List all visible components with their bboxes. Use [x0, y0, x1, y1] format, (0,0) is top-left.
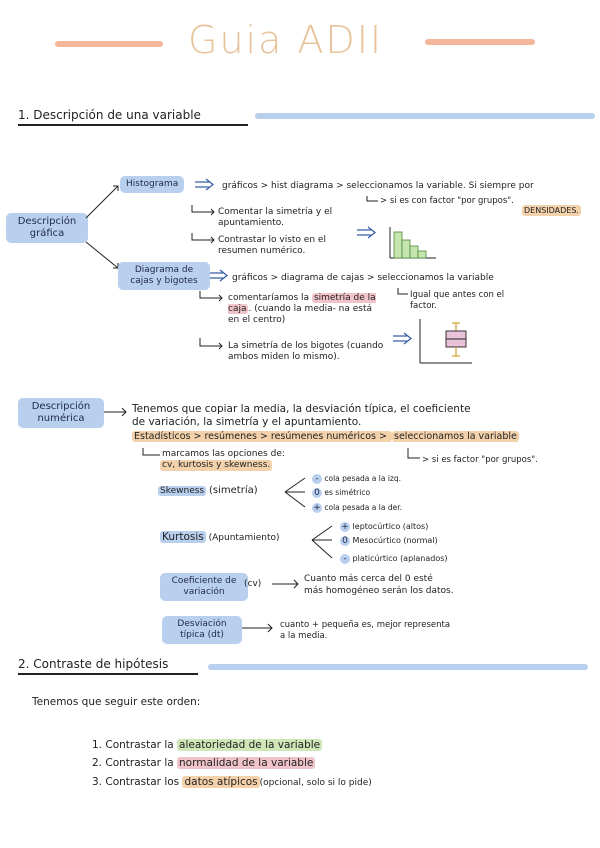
numerica-line1: Tenemos que copiar la media, la desviaci…: [132, 403, 471, 415]
cv-text1: Cuanto más cerca del 0 esté: [304, 574, 433, 584]
caja-note1: comentaríamos la simetría de la caja. (c…: [228, 293, 376, 325]
cv-abbr: (cv): [244, 579, 262, 589]
section2-underline: [18, 673, 198, 675]
kurtosis-opt-zero: 0 Mesocúrtico (normal): [340, 535, 438, 546]
dt-box: Desviación típica (dt): [162, 616, 242, 644]
histograma-note1: Comentar la simetría y el apuntamiento.: [218, 207, 333, 228]
title-decoration-left: [55, 41, 163, 47]
caja-box: Diagrama de cajas y bigotes: [118, 262, 210, 290]
grafica-label: Descripción gráfica: [6, 213, 88, 243]
histograma-factor-note: > si es con factor "por grupos".: [380, 196, 514, 206]
caja-path: gráficos > diagrama de cajas > seleccion…: [232, 273, 494, 283]
kurtosis-row: Kurtosis (Apuntamiento): [160, 531, 280, 543]
caja-note2: La simetría de los bigotes (cuando ambos…: [228, 341, 384, 362]
section2-item-1: 1. Contrastar la aleatoriedad de la vari…: [92, 739, 323, 751]
skewness-opt-positive: + cola pesada a la der.: [312, 503, 402, 513]
section2-title: 2. Contraste de hipótesis: [18, 657, 169, 671]
double-arrow-icon: [195, 178, 215, 191]
section2-intro: Tenemos que seguir este orden:: [32, 696, 201, 708]
double-arrow-icon: [357, 226, 377, 239]
page-title: Guia ADII: [188, 18, 384, 62]
kurtosis-opt-negative: - platicúrtico (aplanados): [340, 553, 448, 564]
numerica-line4: marcamos las opciones de:: [162, 449, 285, 459]
skewness-opt-zero: 0 es simétrico: [312, 487, 370, 498]
boxplot-icon: [419, 319, 472, 364]
section1-bar: [255, 113, 595, 119]
title-decoration-right: [425, 39, 535, 45]
numerica-factor-note: > si es factor "por grupos".: [422, 455, 538, 465]
histograma-box: Histograma: [120, 176, 185, 193]
section2-item-3: 3. Contrastar los datos atípicos(opciona…: [92, 776, 372, 788]
dt-text2: a la media.: [280, 631, 328, 641]
double-arrow-icon: [209, 269, 229, 282]
numerica-label: Descripción numérica: [18, 398, 104, 428]
histogram-icon: [389, 227, 436, 259]
section2-bar: [208, 664, 588, 670]
section2-item-2: 2. Contrastar la normalidad de la variab…: [92, 757, 316, 769]
numerica-line5: cv, kurtosis y skewness.: [160, 460, 273, 471]
cv-box: Coeficiente de variación: [160, 573, 248, 601]
cv-text2: más homogéneo serán los datos.: [304, 586, 454, 596]
numerica-line3: Estadísticos > resúmenes > resúmenes num…: [132, 431, 519, 442]
double-arrow-icon: [393, 332, 413, 345]
caja-factor-note: Igual que antes con el factor.: [410, 290, 505, 311]
section1-underline: [18, 124, 248, 126]
dt-text1: cuanto + pequeña es, mejor representa: [280, 620, 451, 630]
skewness-opt-negative: - cola pesada a la izq.: [312, 473, 401, 484]
skewness-row: Skewness (simetría): [158, 485, 258, 496]
numerica-line2: de variación, la simetría y el apuntamie…: [132, 416, 362, 428]
densidades-label: DENSIDADES.: [522, 205, 581, 216]
histograma-path: gráficos > hist diagrama > seleccionamos…: [222, 181, 534, 191]
histograma-note2: Contrastar lo visto en el resumen numéri…: [218, 235, 326, 256]
section1-title: 1. Descripción de una variable: [18, 108, 201, 122]
kurtosis-opt-positive: + leptocúrtico (altos): [340, 522, 429, 532]
